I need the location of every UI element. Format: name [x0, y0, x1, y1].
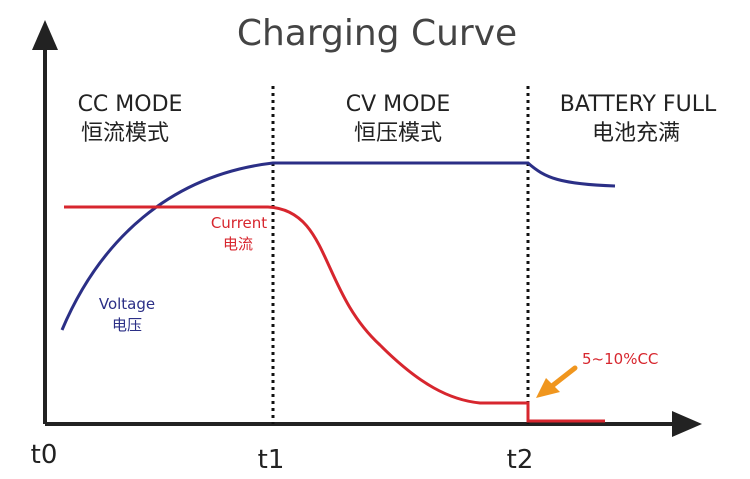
voltage-label-zh: 电压	[112, 316, 142, 334]
axes	[32, 20, 702, 437]
current-label: Current	[211, 214, 267, 232]
y-axis-arrow	[32, 20, 58, 50]
time-label-t1: t1	[258, 445, 285, 475]
voltage-label: Voltage	[99, 295, 155, 313]
time-label-t2: t2	[507, 445, 534, 475]
diagram-title: Charging Curve	[237, 13, 517, 54]
annotation-text: 5~10%CC	[582, 350, 658, 368]
time-label-t0: t0	[31, 440, 58, 470]
mode-cv-label: CV MODE	[346, 92, 451, 117]
voltage-curve	[60, 161, 616, 331]
current-label-zh: 电流	[223, 235, 253, 253]
current-curve	[64, 205, 605, 423]
x-axis-arrow	[672, 411, 702, 437]
mode-full-label-zh: 电池充满	[592, 121, 680, 146]
mode-cc-label-zh: 恒流模式	[81, 121, 169, 146]
mode-cv-label-zh: 恒压模式	[354, 121, 442, 146]
mode-cc-label: CC MODE	[78, 92, 183, 117]
mode-full-label: BATTERY FULL	[560, 92, 717, 117]
arrow-icon	[536, 365, 578, 398]
